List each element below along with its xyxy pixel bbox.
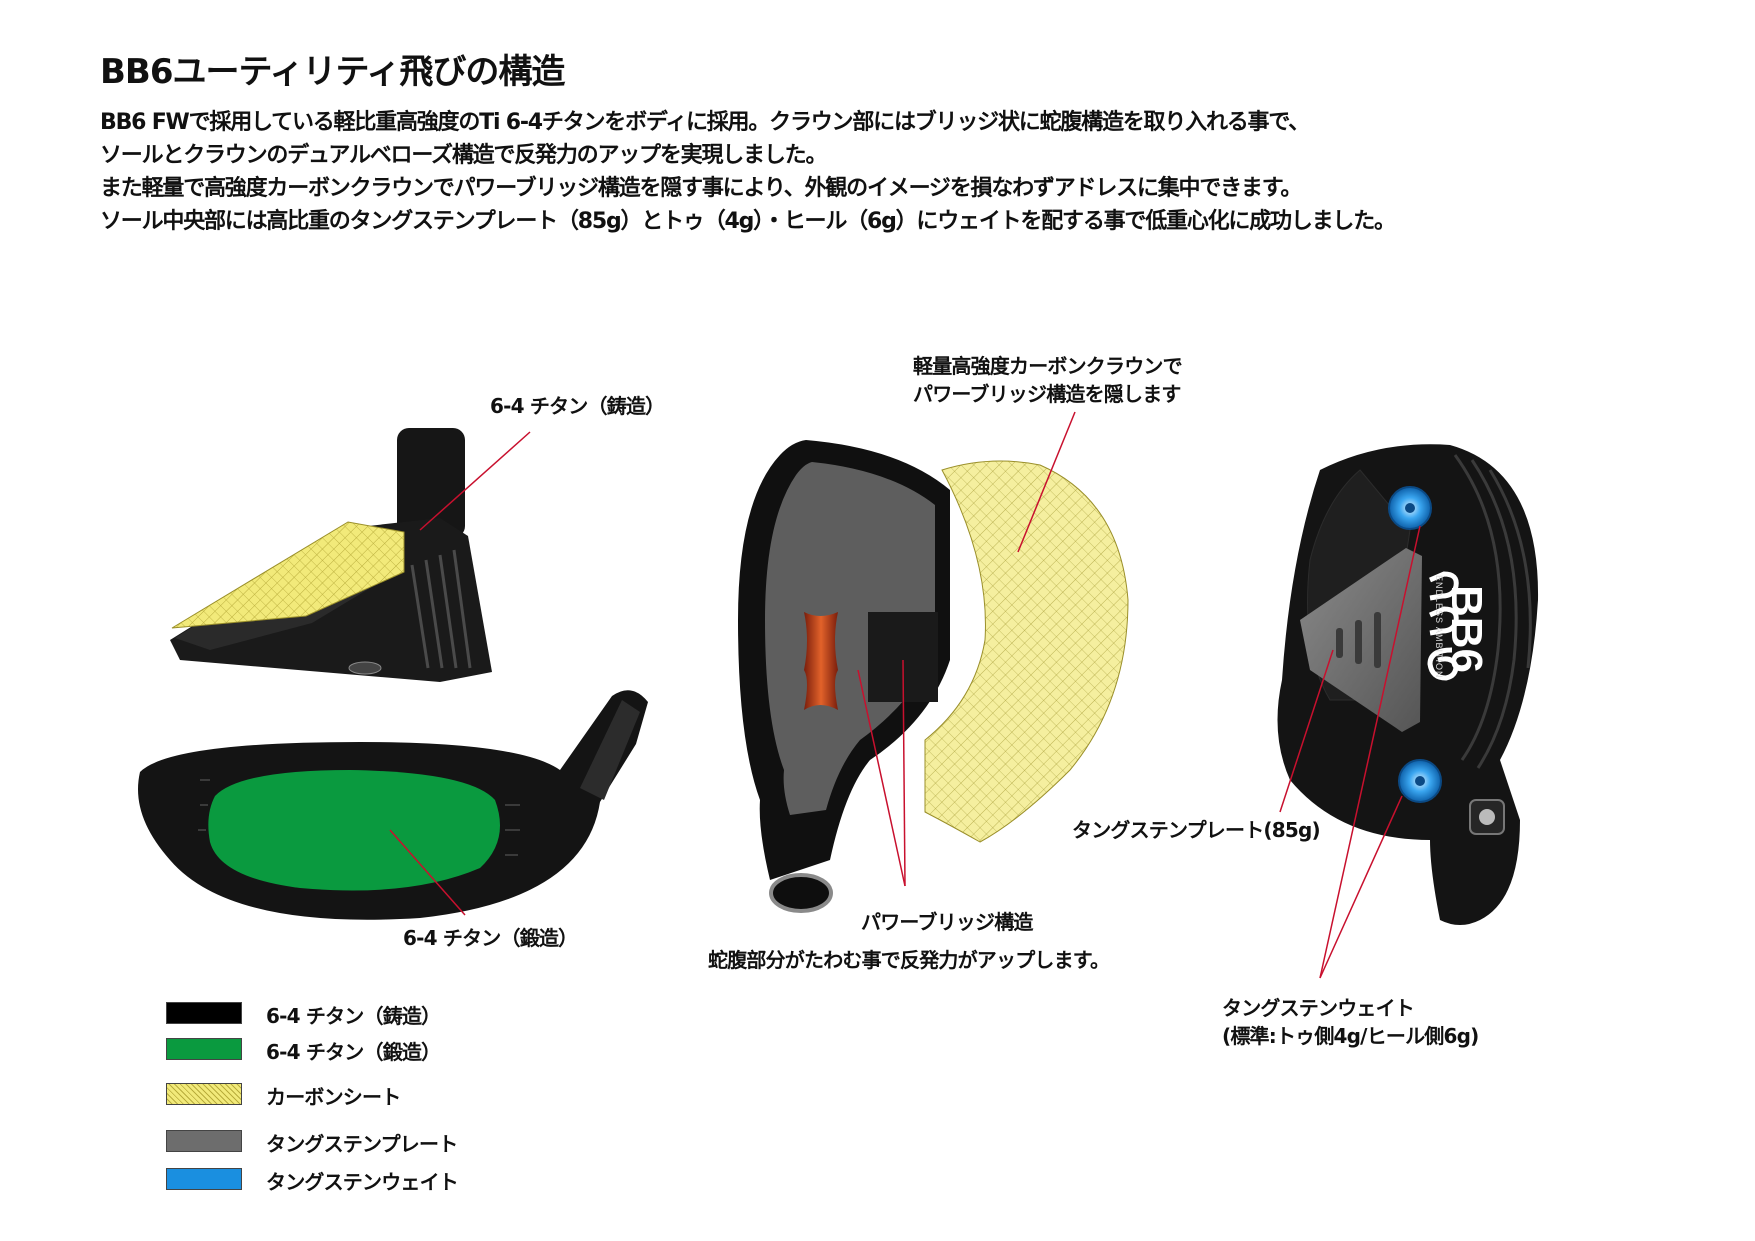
callout-forged-titanium: 6-4 チタン（鍛造）: [403, 926, 578, 950]
page-title: BB6ユーティリティ飛びの構造: [100, 52, 565, 92]
leader-lines: [389, 411, 1421, 979]
head-heel-view: [170, 428, 492, 682]
legend-item: タングステンプレート: [166, 1128, 626, 1158]
head-face-view: [138, 690, 648, 920]
callout-carbon-crown-line1: 軽量高強度カーボンクラウンで: [913, 354, 1183, 378]
callout-tungsten-weight-line2: (標準:トゥ側4g/ヒール側6g): [1222, 1024, 1479, 1048]
legend-swatch: [166, 1038, 242, 1060]
hosel: [397, 428, 465, 538]
callout-bellows-note: 蛇腹部分がたわむ事で反発力がアップします。: [708, 948, 1110, 972]
leader-weight-toe: [1319, 525, 1421, 979]
description: BB6 FWで採用している軽比重高強度のTi 6-4チタンをボディに採用。クラウ…: [100, 106, 1720, 238]
callout-tungsten-plate: タングステンプレート(85g): [1072, 818, 1321, 842]
legend-label: タングステンウェイト: [266, 1170, 459, 1194]
legend-item: 6-4 チタン（鍛造）: [166, 1036, 626, 1066]
callout-cast-titanium: 6-4 チタン（鋳造）: [490, 394, 665, 418]
forged-face: [208, 770, 501, 891]
legend-label: 6-4 チタン（鍛造）: [266, 1040, 441, 1064]
carbon-crown: [924, 460, 1129, 843]
head-sole-view: [1277, 444, 1539, 925]
legend-swatch: [166, 1083, 242, 1105]
hosel-opening: [769, 873, 833, 913]
sole-weight: [348, 661, 382, 675]
leader-plate: [1279, 649, 1334, 813]
leader-cast: [419, 431, 531, 531]
legend-label: タングステンプレート: [266, 1132, 458, 1156]
callout-carbon-crown-line2: パワーブリッジ構造を隠します: [913, 382, 1181, 406]
leader-bridge-front: [857, 669, 906, 887]
legend-swatch: [166, 1130, 242, 1152]
leader-weight-heel: [1319, 795, 1403, 979]
carbon-crown: [171, 521, 405, 629]
callout-tungsten-weight-line1: タングステンウェイト: [1222, 996, 1415, 1020]
legend-swatch: [166, 1002, 242, 1024]
leader-carbon: [1017, 411, 1076, 553]
legend-label: カーボンシート: [266, 1085, 401, 1109]
sole-tagline: ENDLESS AMBITION: [1434, 575, 1444, 679]
legend-item: タングステンウェイト: [166, 1166, 626, 1196]
head-section-view: [738, 440, 1129, 913]
callout-power-bridge: パワーブリッジ構造: [861, 910, 1033, 934]
description-line: BB6 FWで採用している軽比重高強度のTi 6-4チタンをボディに採用。クラウ…: [100, 110, 1310, 135]
description-line: ソールとクラウンのデュアルベローズ構造で反発力のアップを実現しました。: [100, 143, 827, 168]
leader-forged: [389, 829, 466, 916]
power-bridge: [804, 612, 838, 710]
legend-item: 6-4 チタン（鋳造）: [166, 1000, 626, 1030]
sole-logo: BB6: [1442, 585, 1491, 673]
description-line: ソール中央部には高比重のタングステンプレート（85g）とトゥ（4g）・ヒール（6…: [100, 209, 1396, 234]
legend-swatch: [166, 1168, 242, 1190]
description-line: また軽量で高強度カーボンクラウンでパワーブリッジ構造を隠す事により、外観のイメー…: [100, 176, 1302, 201]
legend-label: 6-4 チタン（鋳造）: [266, 1004, 441, 1028]
leader-bridge-rear: [902, 659, 906, 887]
legend-item: カーボンシート: [166, 1081, 626, 1111]
